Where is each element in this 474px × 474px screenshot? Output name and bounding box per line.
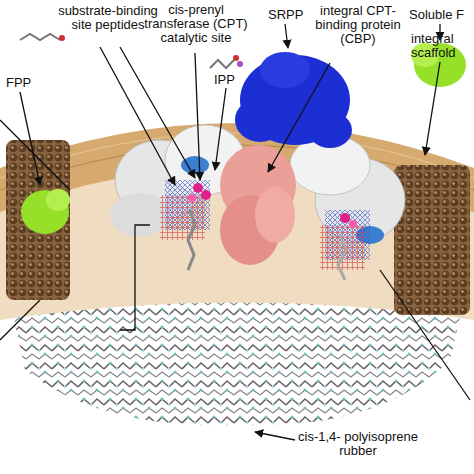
part-label: Soluble F bbox=[409, 8, 471, 22]
part-label: SRPP bbox=[268, 8, 308, 22]
part-label: integral scaffold bbox=[411, 32, 471, 60]
part-label: cis-1,4- polyisoprene rubber bbox=[298, 430, 418, 458]
part-label: cis-prenyl transferase (CPT) catalytic s… bbox=[140, 3, 252, 45]
part-label: FPP bbox=[6, 76, 40, 90]
part-label: IPP bbox=[214, 73, 244, 87]
part-label: substrate-binding site peptides bbox=[58, 4, 158, 32]
part-label: integral CPT-binding protein (CBP) bbox=[312, 4, 404, 46]
